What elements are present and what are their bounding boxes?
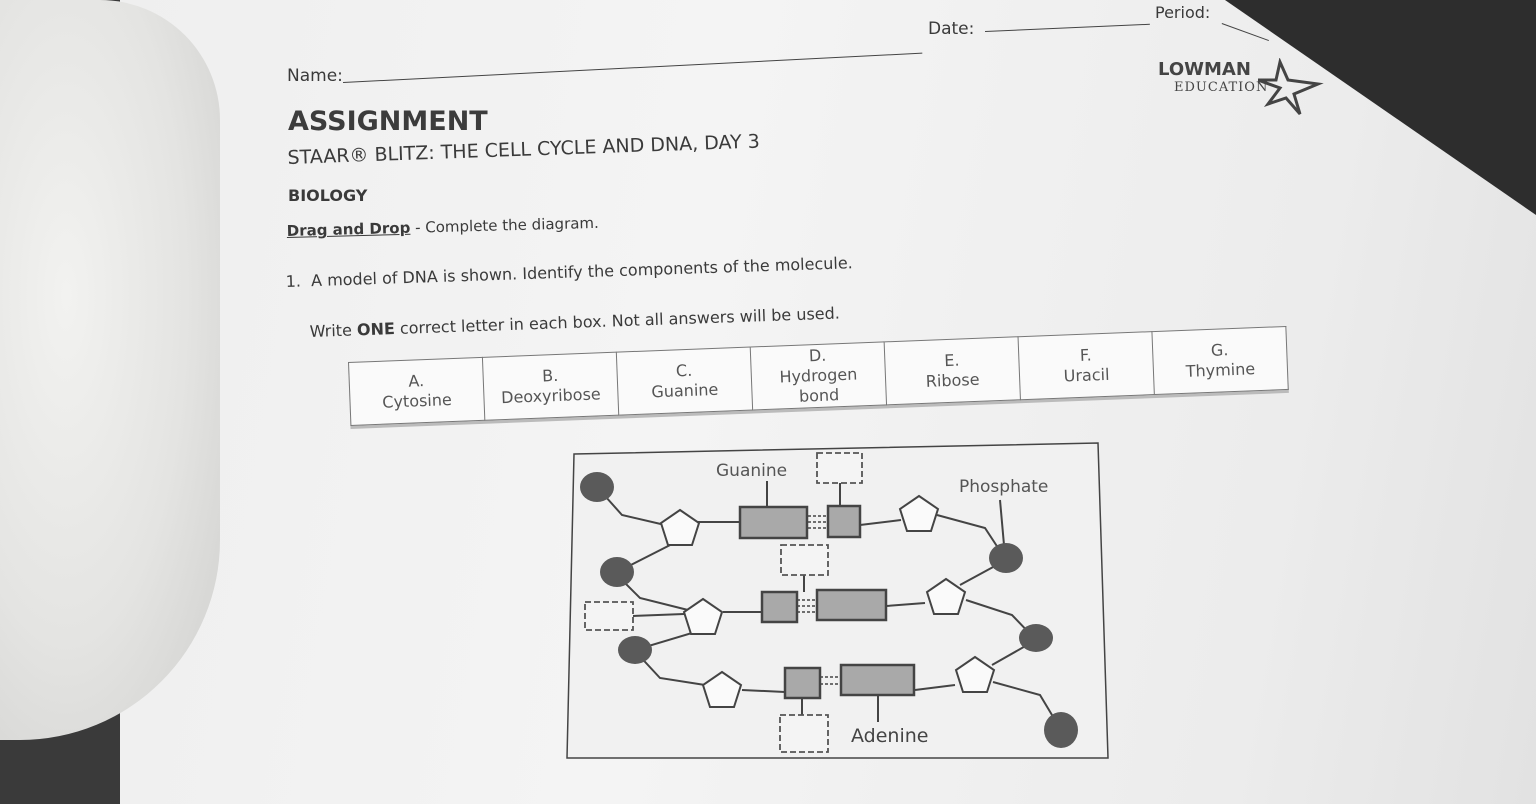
label-phosphate: Phosphate	[959, 477, 1048, 497]
date-label: Date:	[928, 19, 975, 39]
label-adenine: Adenine	[851, 725, 928, 747]
phosphate-group	[580, 472, 1078, 748]
hydrogen-bonds	[797, 515, 841, 685]
sugar-pentagon	[682, 597, 724, 635]
phosphate-circle	[618, 636, 652, 664]
sugar-pentagon	[701, 670, 743, 708]
phosphate-circle	[989, 543, 1023, 573]
subject: BIOLOGY	[288, 186, 368, 205]
sugar-pentagon	[659, 508, 701, 546]
towel	[0, 0, 220, 740]
logo-subtext: EDUCATION	[1174, 80, 1269, 95]
hydrogen-bond	[797, 599, 817, 613]
base	[826, 504, 862, 539]
label-guanine: Guanine	[716, 461, 787, 481]
page-title: ASSIGNMENT	[288, 106, 488, 137]
base-guanine	[738, 505, 809, 540]
phosphate-circle	[600, 557, 634, 587]
answer-drop-box[interactable]	[584, 601, 634, 631]
logo-text: LOWMAN	[1158, 59, 1251, 80]
phosphate-circle	[1044, 712, 1078, 748]
base	[815, 588, 888, 622]
base-adenine	[839, 663, 916, 697]
answer-drop-box[interactable]	[816, 452, 863, 484]
hydrogen-bond	[820, 676, 841, 685]
sugar-pentagon	[898, 494, 940, 532]
answer-drop-box[interactable]	[779, 714, 829, 753]
answer-drop-box[interactable]	[780, 544, 829, 576]
sugar-pentagon	[954, 655, 996, 693]
phosphate-circle	[580, 472, 614, 502]
phosphate-circle	[1019, 624, 1053, 652]
base	[783, 666, 822, 700]
name-label: Name:	[287, 66, 343, 86]
base	[760, 590, 799, 624]
hydrogen-bond	[808, 515, 828, 529]
star-logo-icon	[1258, 58, 1324, 115]
period-label: Period:	[1155, 3, 1211, 22]
lowman-logo: LOWMAN EDUCATION	[1158, 60, 1268, 96]
sugar-pentagon	[925, 577, 967, 615]
